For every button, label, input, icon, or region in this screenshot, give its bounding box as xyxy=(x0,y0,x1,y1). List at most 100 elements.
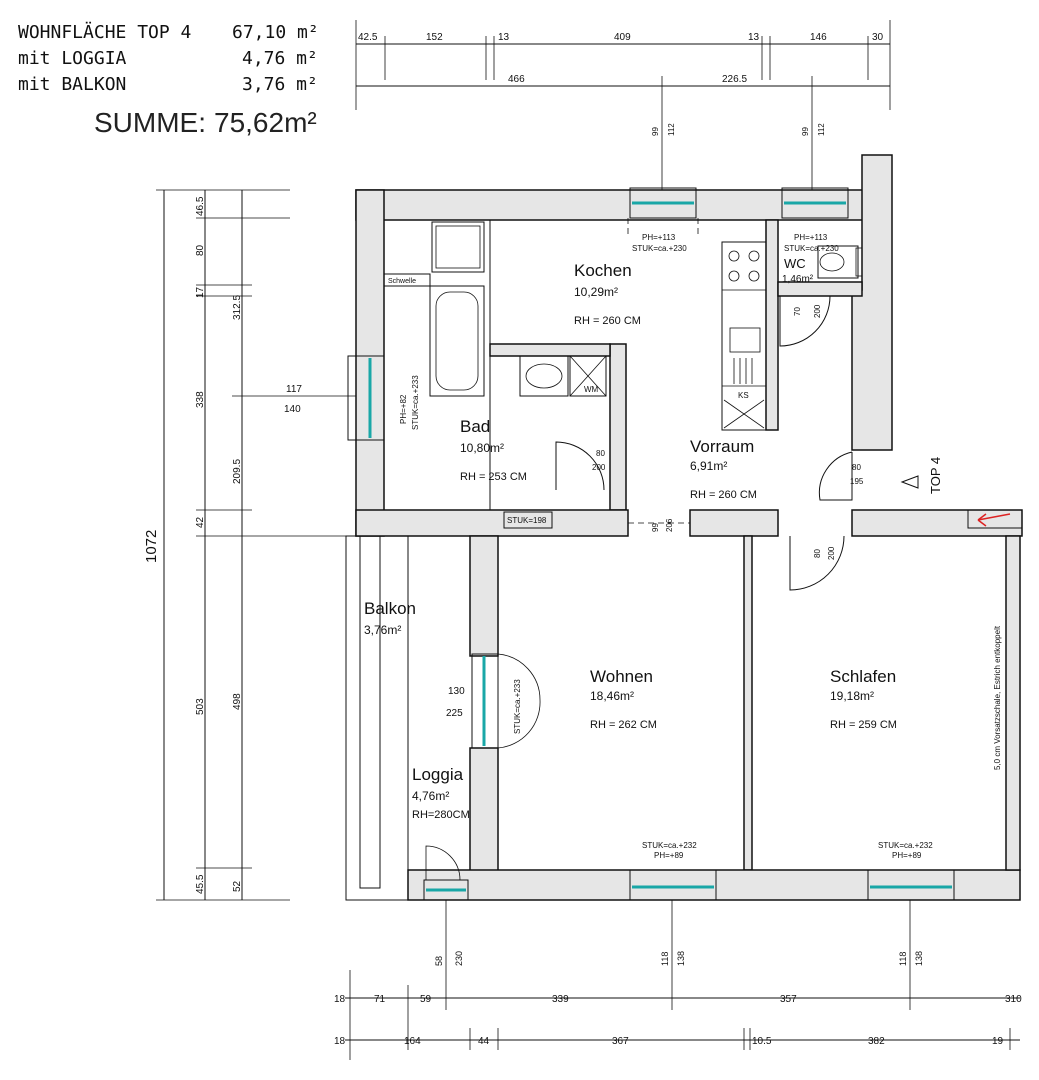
room-bad: Bad 10,80m² RH = 253 CM xyxy=(460,417,527,483)
dim-label: 498 xyxy=(232,693,243,710)
room-height: RH = 253 CM xyxy=(460,471,527,483)
dim-label: 112 xyxy=(667,123,676,136)
loggia-door: 130 225 STUK=ca.+233 xyxy=(446,653,541,749)
room-name: Wohnen xyxy=(590,667,653,686)
room-name: Vorraum xyxy=(690,437,754,456)
dim-label: 46.5 xyxy=(195,196,206,216)
dim-label: 80 xyxy=(195,244,206,256)
stuk-label: STUK=ca.+233 xyxy=(513,679,522,734)
walls xyxy=(345,154,1023,901)
unit-label: TOP 4 xyxy=(928,457,943,494)
dim-label: 45.5 xyxy=(195,874,206,894)
door-width: 80 xyxy=(852,463,861,472)
door-height: 195 xyxy=(850,477,864,486)
stuk-label: STUK=ca.+233 xyxy=(411,375,420,430)
dim-label: 146 xyxy=(810,32,827,43)
dim-label: 164 xyxy=(404,1036,421,1047)
dimension-bottom: 18 71 59 339 357 310 18 164 44 367 10.5 … xyxy=(334,900,1022,1060)
dim-label: 209.5 xyxy=(232,459,243,484)
room-name: WC xyxy=(784,256,806,271)
door-width: 70 xyxy=(793,307,802,316)
dim-label: 230 xyxy=(454,951,464,966)
dim-label: 71 xyxy=(374,994,386,1005)
room-height: RH = 260 CM xyxy=(574,315,641,327)
wall-note: 5,0 cm Vorsatzschale, Estrich entkoppelt xyxy=(993,625,1002,770)
room-name: Balkon xyxy=(364,599,416,618)
bathroom-fixtures: Schwelle WM STUK=198 xyxy=(383,219,607,529)
summary-row-label: WOHNFLÄCHE TOP 4 xyxy=(18,22,191,43)
summary-row-label: mit BALKON xyxy=(18,74,126,95)
dim-label: 13 xyxy=(498,32,510,43)
dim-label: 118 xyxy=(898,952,908,966)
unit-marker: TOP 4 xyxy=(900,457,943,494)
room-area: 18,46m² xyxy=(590,689,634,703)
room-height: RH = 262 CM xyxy=(590,719,657,731)
room-height: RH = 259 CM xyxy=(830,719,897,731)
room-area: 1,46m² xyxy=(782,274,814,285)
summary-total-label: SUMME: xyxy=(94,107,206,138)
entry-door: 80 195 xyxy=(818,451,864,501)
door-width: 99 xyxy=(651,523,660,532)
room-name: Loggia xyxy=(412,765,464,784)
dim-label: 226.5 xyxy=(722,74,747,85)
fridge-label: KS xyxy=(738,391,749,400)
dim-label: 225 xyxy=(446,708,463,719)
room-area: 4,76m² xyxy=(412,789,449,803)
door-height: 200 xyxy=(813,304,822,318)
dim-label: 118 xyxy=(660,952,670,966)
triangle-icon xyxy=(900,475,919,489)
parapet-label: PH=+113 xyxy=(794,233,828,242)
door-height: 206 xyxy=(665,518,674,532)
dim-label: 52 xyxy=(232,880,243,892)
bedroom-door: 80 200 xyxy=(789,535,845,591)
dim-label: 310 xyxy=(1005,994,1022,1005)
dim-label: 18 xyxy=(334,1036,346,1047)
dim-label: 130 xyxy=(448,686,465,697)
room-height: RH=280CM xyxy=(412,809,470,821)
dim-label: 117 xyxy=(286,384,302,395)
wc-window: 99 112 PH=+113 STUK=ca.+230 xyxy=(781,123,849,253)
dim-label: 10.5 xyxy=(752,1036,772,1047)
dim-label: 382 xyxy=(868,1036,885,1047)
dim-label: 13 xyxy=(748,32,760,43)
parapet-label: PH=+113 xyxy=(642,233,676,242)
dim-label: 112 xyxy=(817,123,826,136)
dim-label: 138 xyxy=(676,951,686,966)
dim-label: 44 xyxy=(478,1036,490,1047)
stuk-label: STUK=ca.+230 xyxy=(784,244,839,253)
summary-row-value: 4,76 m² xyxy=(242,48,318,69)
threshold-label: Schwelle xyxy=(388,278,416,285)
door-width: 80 xyxy=(813,549,822,558)
door-height: 200 xyxy=(592,463,606,472)
room-area: 10,80m² xyxy=(460,441,504,455)
dim-label: 59 xyxy=(420,994,432,1005)
dim-label: 99 xyxy=(651,127,660,136)
dim-label: 367 xyxy=(612,1036,629,1047)
stuk-label: STUK=ca.+232 xyxy=(642,841,697,850)
wc-fixtures xyxy=(817,245,863,279)
dimension-top: 42.5 152 13 409 13 146 30 466 226.5 xyxy=(355,20,891,200)
loggia-window: 58 230 xyxy=(423,845,469,966)
dim-label: 99 xyxy=(801,127,810,136)
kitchen-window: 99 112 PH=+113 STUK=ca.+230 xyxy=(627,123,699,253)
stuk-label: STUK=198 xyxy=(507,516,547,525)
dim-label: 19 xyxy=(992,1036,1004,1047)
summary-row-value: 3,76 m² xyxy=(242,74,318,95)
dim-label: 140 xyxy=(284,404,301,415)
dim-label: 503 xyxy=(195,698,206,715)
room-area: 19,18m² xyxy=(830,689,874,703)
room-kochen: Kochen 10,29m² RH = 260 CM xyxy=(574,261,641,327)
stuk-label: STUK=ca.+230 xyxy=(632,244,687,253)
parapet-label: PH=+89 xyxy=(892,851,922,860)
room-wc: WC 1,46m² xyxy=(782,256,814,285)
dim-label: 152 xyxy=(426,32,443,43)
dim-label: 138 xyxy=(914,951,924,966)
room-schlafen: Schlafen 19,18m² RH = 259 CM xyxy=(830,667,897,731)
dim-label: 357 xyxy=(780,994,797,1005)
room-vorraum: Vorraum 6,91m² RH = 260 CM xyxy=(690,437,757,501)
door-width: 80 xyxy=(596,449,605,458)
passage-opening: 99 206 xyxy=(628,518,690,532)
wc-door: 70 200 xyxy=(779,295,831,347)
parapet-label: PH=+89 xyxy=(654,851,684,860)
dim-label: 58 xyxy=(434,956,444,966)
